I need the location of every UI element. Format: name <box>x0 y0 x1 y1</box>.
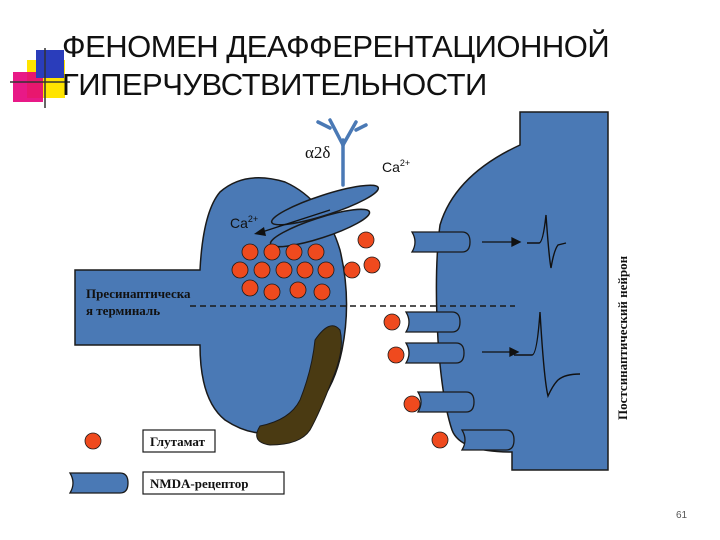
postsynaptic-label: Постсинаптический нейрон <box>615 255 630 420</box>
glutamate-molecule <box>384 314 400 330</box>
legend-glutamate-swatch <box>85 433 101 449</box>
glutamate-molecule <box>404 396 420 412</box>
glutamate-vesicle <box>242 280 258 296</box>
glutamate-molecule <box>388 347 404 363</box>
glutamate-molecule <box>344 262 360 278</box>
nmda-receptor <box>406 343 464 363</box>
glutamate-vesicle <box>254 262 270 278</box>
glutamate-molecule <box>364 257 380 273</box>
glutamate-vesicle <box>308 244 324 260</box>
released-glutamate <box>344 232 448 448</box>
nmda-receptor <box>406 312 460 332</box>
presynaptic-label-line2: я терминаль <box>86 303 160 318</box>
nmda-receptor <box>412 232 470 252</box>
presynaptic-label-line1: Пресинаптическа <box>86 286 191 301</box>
glutamate-vesicle <box>318 262 334 278</box>
legend-nmda-label: NMDA-рецептор <box>150 476 248 491</box>
glutamate-vesicle <box>286 244 302 260</box>
legend-nmda-swatch <box>70 473 128 493</box>
alpha-delta-label: α2δ <box>305 143 330 162</box>
glutamate-vesicle <box>232 262 248 278</box>
nmda-receptor <box>418 392 474 412</box>
glutamate-vesicle <box>264 244 280 260</box>
ca-label-top-base: Ca <box>382 159 400 175</box>
glutamate-molecule <box>358 232 374 248</box>
glutamate-vesicle <box>276 262 292 278</box>
page-number: 61 <box>676 510 688 521</box>
ca-label-inner-base: Ca <box>230 215 248 231</box>
ca-label-top-sup: 2+ <box>400 158 410 168</box>
glutamate-molecule <box>432 432 448 448</box>
ca-label-top: Ca2+ <box>382 158 410 175</box>
glutamate-vesicle <box>290 282 306 298</box>
legend-glutamate-label: Глутамат <box>150 434 206 449</box>
glutamate-vesicle <box>314 284 330 300</box>
glutamate-vesicle <box>242 244 258 260</box>
postsynaptic-neuron <box>436 112 608 470</box>
glutamate-vesicle <box>264 284 280 300</box>
glutamate-vesicle <box>297 262 313 278</box>
ca-label-inner-sup: 2+ <box>248 214 258 224</box>
nmda-receptor <box>462 430 514 450</box>
